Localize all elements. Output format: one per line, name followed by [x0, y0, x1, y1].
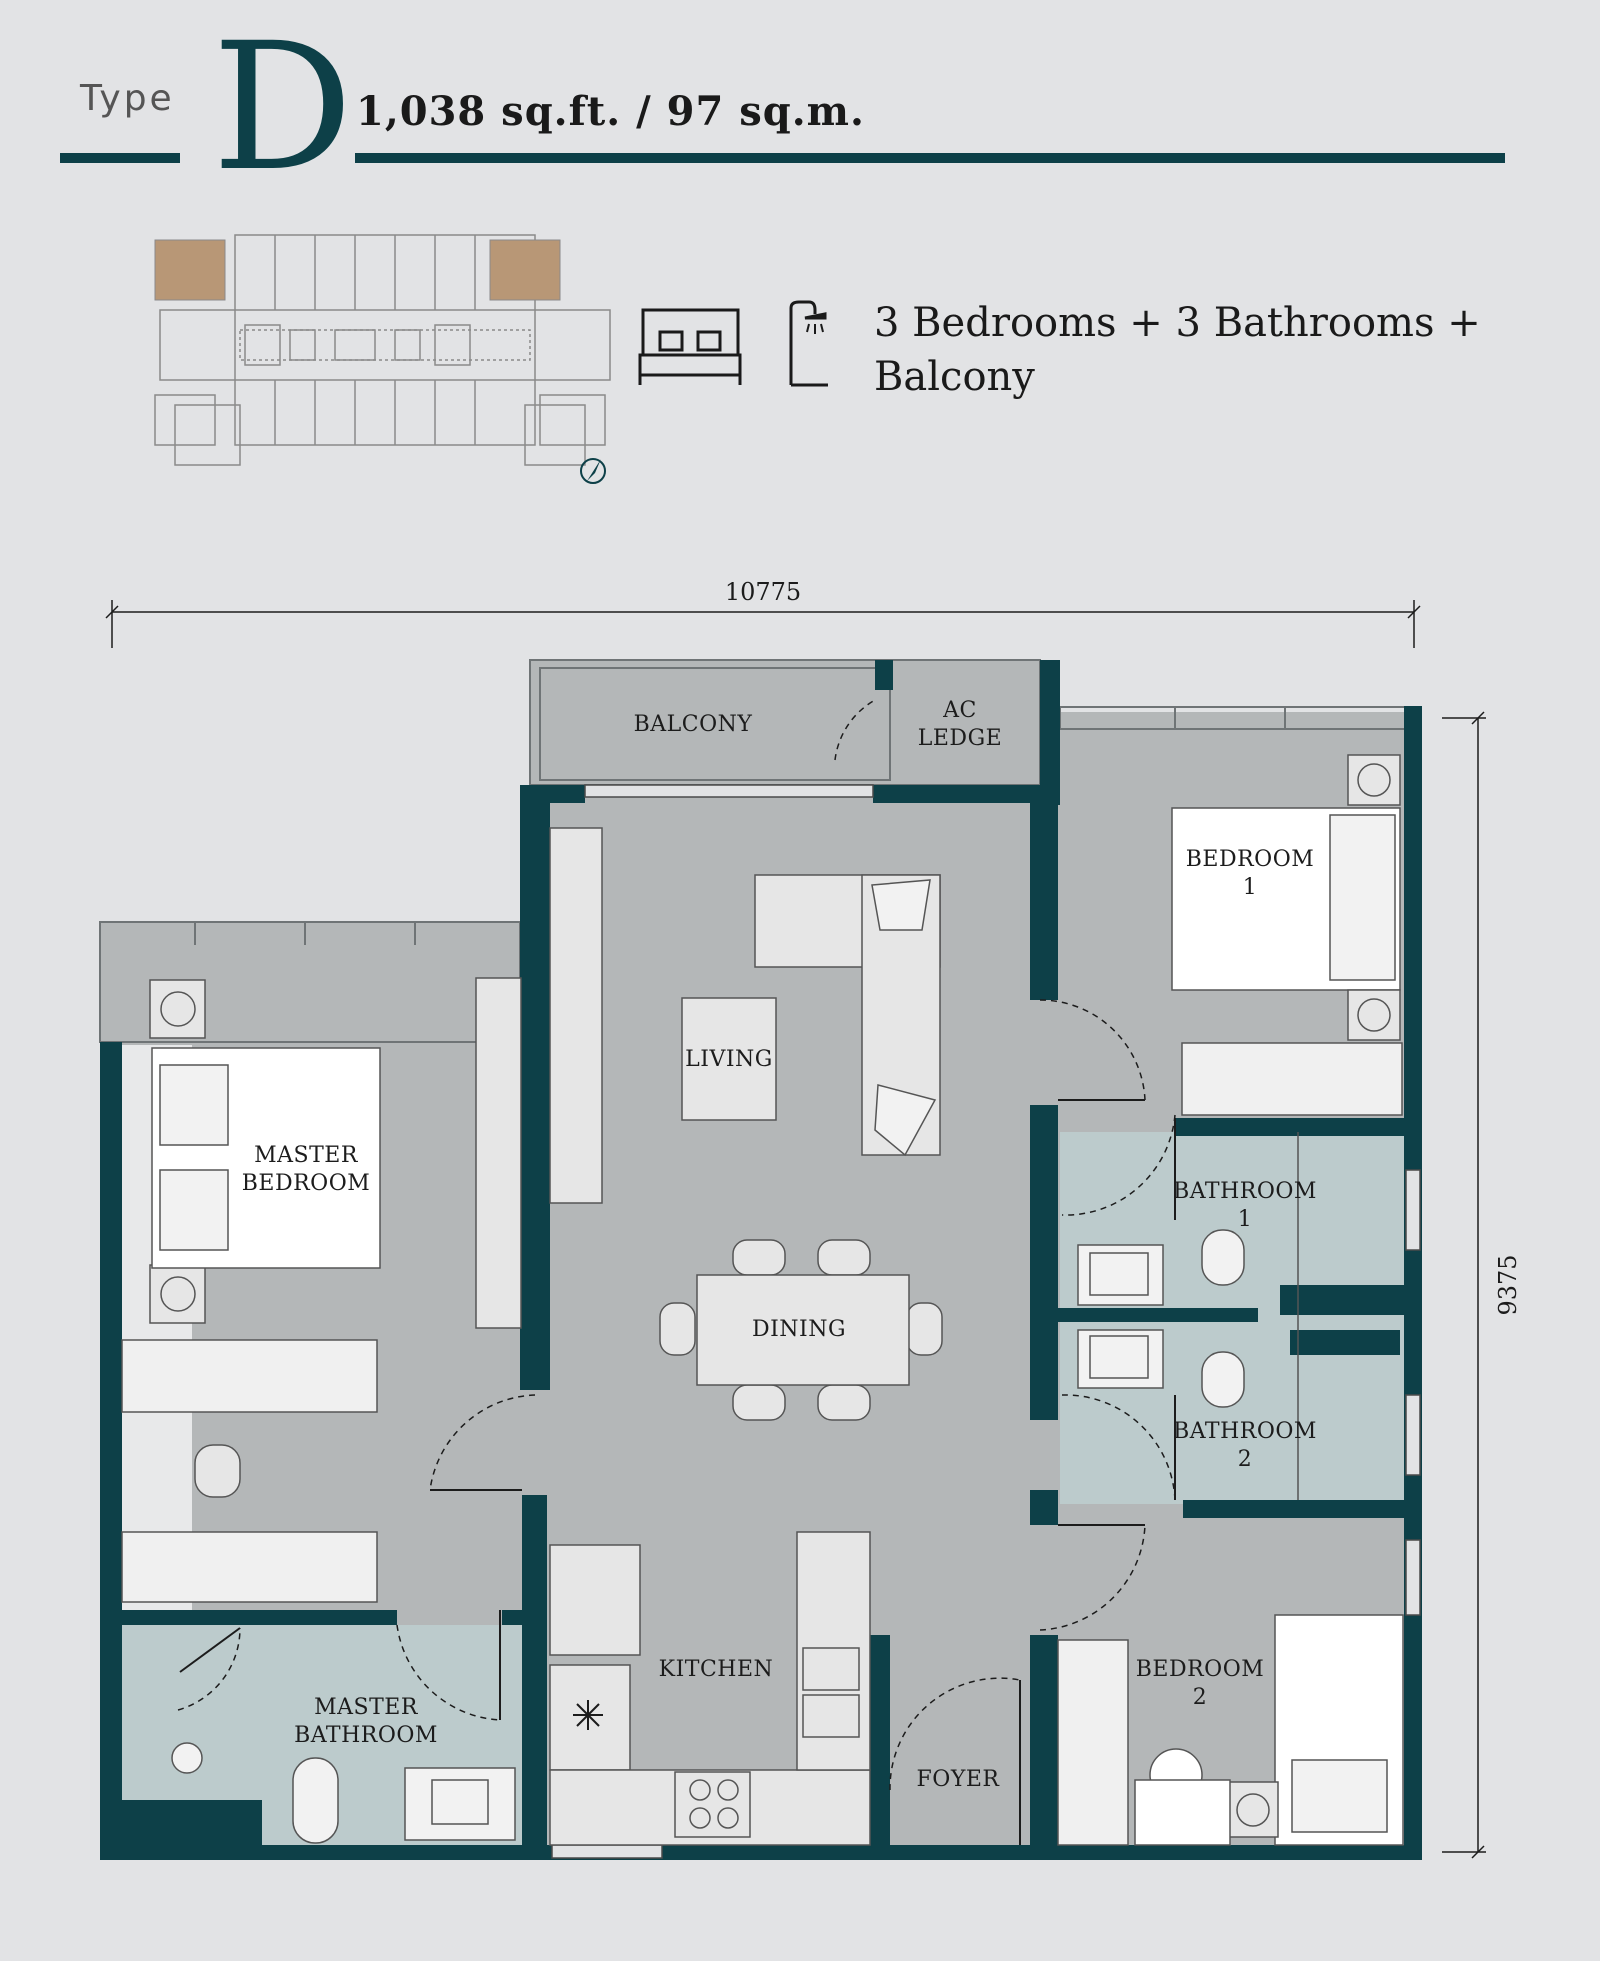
bedroom-1-number: 1: [1243, 875, 1258, 900]
master-bedroom-label-1: MASTER: [254, 1143, 359, 1168]
ac-ledge-label-2: LEDGE: [918, 726, 1002, 751]
stove-icon: [689, 1779, 739, 1829]
walls: [100, 660, 1422, 1860]
shower-icon: [789, 300, 828, 387]
tv-console: [549, 827, 603, 1204]
dining-label: DINING: [752, 1317, 846, 1342]
type-label: Type: [80, 78, 175, 119]
depth-dimension: 9375: [1494, 1254, 1522, 1315]
ac-ledge-label-1: AC: [942, 698, 977, 723]
master-bathroom-label-2: BATHROOM: [294, 1723, 438, 1748]
north-arrow-icon: [580, 458, 606, 484]
master-bathroom-label-1: MASTER: [314, 1695, 419, 1720]
master-bedroom-label-2: BEDROOM: [242, 1171, 371, 1196]
dining-table: [696, 1274, 910, 1386]
bedroom-1-label: BEDROOM: [1186, 847, 1315, 872]
header-rule: [355, 153, 1505, 163]
living-label: LIVING: [685, 1047, 773, 1072]
living-furniture: [549, 827, 941, 1204]
feature-line-1: 3 Bedrooms + 3 Bathrooms +: [874, 300, 1481, 346]
bathroom-2-number: 2: [1238, 1447, 1253, 1472]
bedroom-2-number: 2: [1193, 1685, 1208, 1710]
bathroom-2-label: BATHROOM: [1173, 1419, 1317, 1444]
bed-icon: [638, 308, 742, 385]
bedroom-2-wardrobe: [1057, 1639, 1129, 1846]
kitchen-label: KITCHEN: [659, 1657, 774, 1682]
unit-area: 1,038 sq.ft. / 97 sq.m.: [356, 88, 865, 135]
fridge-icon: [573, 1700, 603, 1730]
feature-summary: 3 Bedrooms + 3 Bathrooms + Balcony: [874, 296, 1494, 404]
bedroom-1-wardrobe: [1181, 1042, 1403, 1116]
width-dimension: 10775: [725, 578, 801, 606]
master-bathroom-fixtures: [171, 1742, 516, 1844]
bedroom-2-label: BEDROOM: [1136, 1657, 1265, 1682]
master-bedroom-furniture: [121, 977, 522, 1603]
coffee-table: [681, 997, 777, 1121]
highlighted-unit-right: [489, 239, 561, 301]
feature-line-2: Balcony: [874, 354, 1035, 400]
dining-set: [659, 1239, 943, 1421]
foyer-label: FOYER: [917, 1767, 1001, 1792]
bedroom-1-furniture: [1171, 754, 1403, 1116]
master-wardrobe-2: [121, 1531, 378, 1603]
bathroom-1-label: BATHROOM: [1173, 1179, 1317, 1204]
bedroom-2-furniture: [1057, 1614, 1404, 1846]
kitchen-cabinets: [549, 1531, 871, 1846]
type-underline: [60, 153, 180, 163]
unit-type-letter: D: [212, 5, 354, 210]
master-dresser: [475, 977, 522, 1329]
key-plan: [154, 234, 611, 484]
bathroom-fixtures: [1077, 1132, 1299, 1500]
balcony-label: BALCONY: [634, 712, 753, 737]
bathroom-1-number: 1: [1238, 1207, 1253, 1232]
master-wardrobe-1: [121, 1339, 378, 1413]
highlighted-unit-left: [154, 239, 226, 301]
balcony-floor: [530, 660, 1040, 785]
